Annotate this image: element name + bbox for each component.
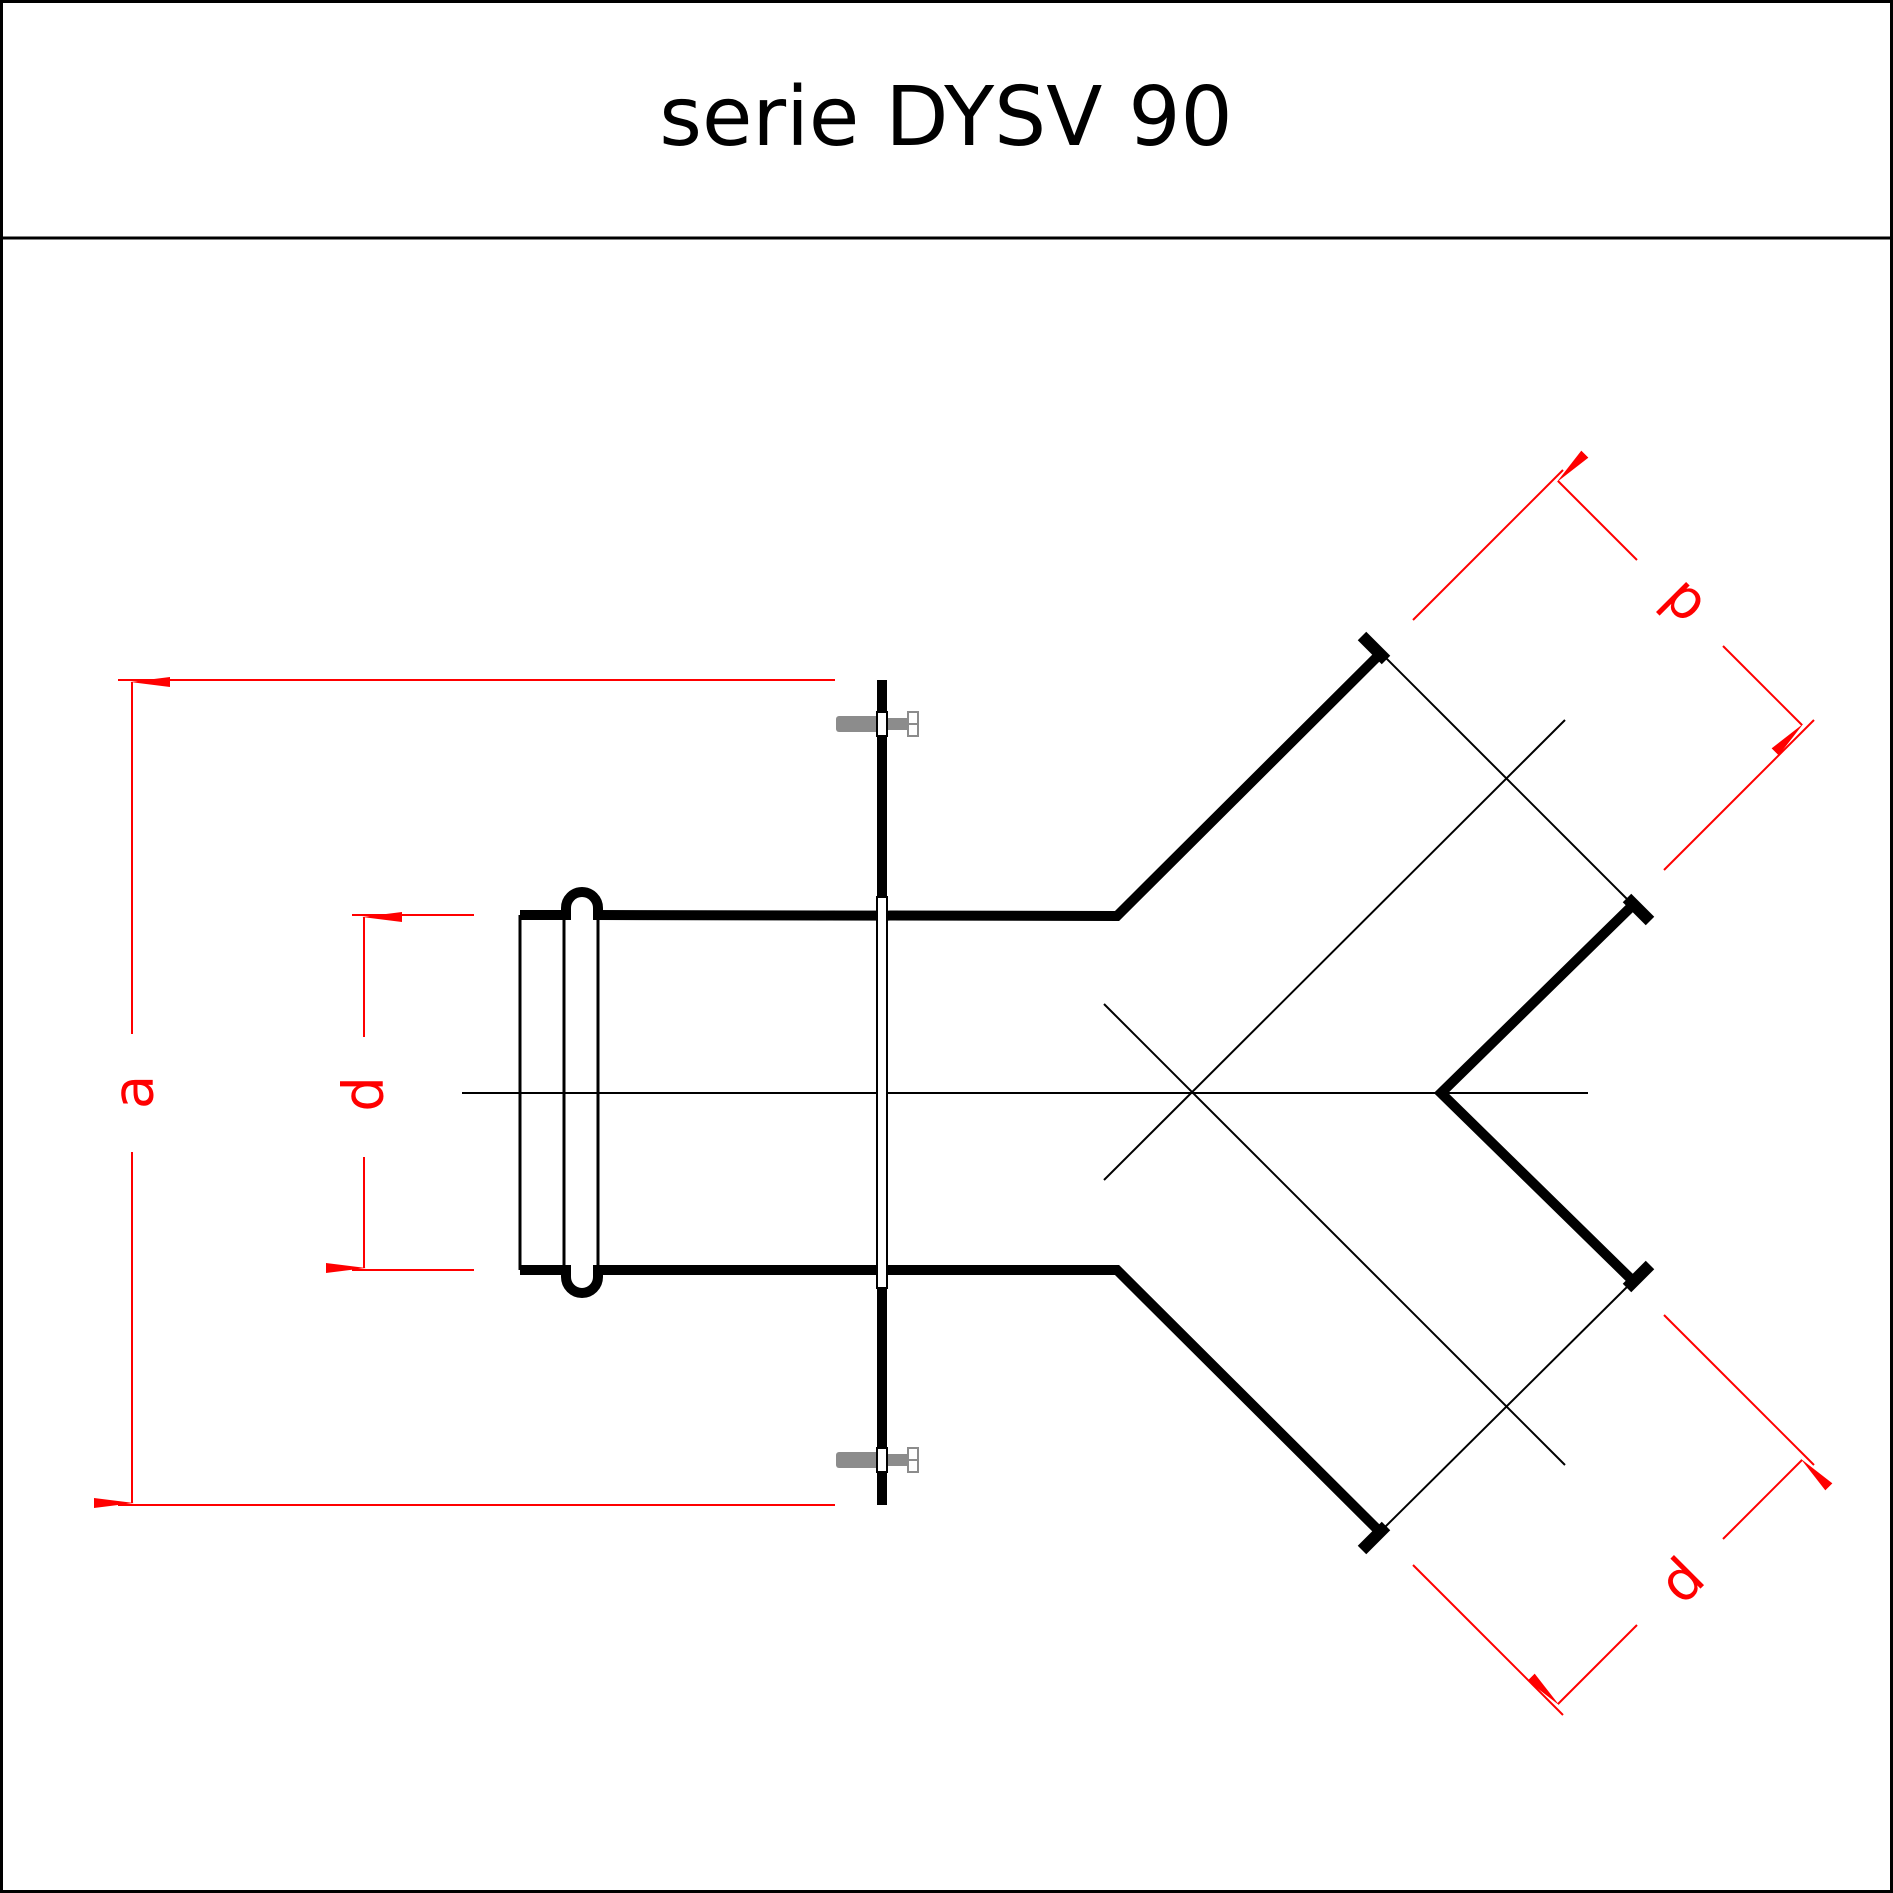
dimension-lower-outlet [1412, 1314, 1833, 1716]
dimension-label-upper-outlet-d: d [1646, 568, 1717, 639]
extension-line-lower-outlet-b [1663, 1314, 1815, 1466]
seal-ring-top [561, 887, 603, 920]
bolt-upper-shank-right [884, 718, 908, 730]
dimension-label-lower-outlet-d: d [1646, 1545, 1717, 1616]
dimension-overall-height [94, 677, 835, 1508]
lower-branch-axis [1103, 1003, 1566, 1466]
extension-line-upper-outlet-a [1412, 469, 1564, 621]
flange-plate-center [876, 896, 888, 1289]
body-bottom-wall [596, 1265, 1386, 1538]
extension-line-lower-outlet-a [1412, 1564, 1564, 1716]
extension-line-upper-outlet-b [1663, 719, 1815, 871]
dimension-label-inlet-d: d [332, 1076, 397, 1112]
bolt-upper [836, 711, 919, 737]
y-branch-fitting [462, 631, 1655, 1555]
dimension-line-upper-outlet-b [1722, 645, 1804, 756]
dimension-upper-outlet [1412, 450, 1815, 871]
seal-ring-bottom [561, 1265, 603, 1298]
dimension-line-upper-outlet-a [1556, 450, 1638, 561]
bolt-upper-clear [876, 711, 888, 737]
crotch-wall [1433, 901, 1637, 1285]
bolt-lower [836, 1447, 919, 1473]
body-top-wall [595, 648, 1386, 922]
upper-outlet-cap-left [1357, 631, 1391, 665]
bolt-lower-shank [836, 1452, 884, 1468]
bolt-lower-shank-right [884, 1454, 908, 1466]
dimension-inlet-diameter [326, 912, 474, 1273]
dimension-line-lower-outlet-b [1722, 1458, 1833, 1540]
bolt-upper-shank [836, 716, 884, 732]
drawing-title: serie DYSV 90 [659, 70, 1232, 165]
lower-outlet-face [1379, 1280, 1634, 1533]
bolt-lower-clear [876, 1447, 888, 1473]
dimension-label-a: a [102, 1075, 167, 1109]
upper-branch-axis [1103, 719, 1566, 1181]
upper-outlet-face [1379, 651, 1634, 906]
upper-outlet-cap-right [1622, 893, 1655, 926]
dimension-line-lower-outlet-a [1527, 1624, 1638, 1706]
lower-outlet-cap-right [1622, 1260, 1655, 1293]
lower-outlet-cap-left [1357, 1521, 1391, 1555]
